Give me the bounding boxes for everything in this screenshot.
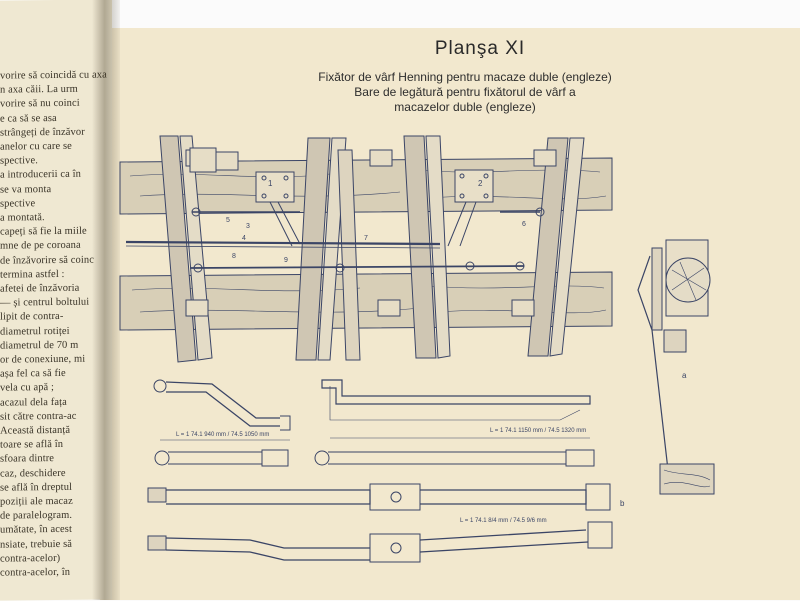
part-number-3: 3 (246, 223, 250, 230)
part-number-5: 5 (226, 217, 230, 224)
part-number-1: 1 (268, 179, 273, 188)
plate-subtitle-line-3: macazelor duble (engleze) (394, 100, 536, 114)
rail-3 (337, 149, 361, 361)
rail-4 (403, 135, 451, 359)
rod-c (154, 449, 595, 467)
lock-device-1 (255, 171, 301, 247)
section-view (637, 239, 715, 495)
plate-subtitle-line-1: Fixător de vârf Henning pentru macaze du… (318, 70, 612, 84)
plate-subtitle-line-2: Bare de legătură pentru fixătorul de vâr… (354, 85, 576, 99)
part-number-4: 4 (242, 235, 246, 242)
rail-2 (295, 137, 347, 361)
part-number-6: 6 (522, 221, 526, 228)
lower-sleeper (119, 271, 613, 331)
rod-e (147, 521, 613, 563)
tie-bar-upper (125, 240, 441, 249)
part-number-2: 2 (478, 179, 483, 188)
part-number-8: 8 (232, 253, 236, 260)
bar-label-b: b (620, 499, 625, 508)
rod-b (321, 379, 591, 439)
part-number-7: 7 (364, 235, 368, 242)
section-label: a (682, 371, 687, 380)
tie-bar-top (191, 207, 545, 217)
rail-plates (185, 147, 557, 317)
dimension-label-lower: L = 1 74.1 8/4 mm / 74.5 9/6 mm (460, 518, 547, 524)
rod-a (153, 379, 291, 441)
dimension-label-upper-right: L = 1 74.1 1150 mm / 74.5 1320 mm (490, 428, 586, 434)
lock-device-2 (447, 169, 494, 247)
dimension-label-upper-left: L = 1 74.1 940 mm / 74.5 1050 mm (176, 432, 269, 438)
plate-title: Planşa XI (434, 38, 526, 59)
tie-bar-middle (189, 261, 525, 273)
rod-d (147, 483, 611, 511)
rail-5 (527, 137, 585, 357)
book-gutter-shadow (92, 0, 120, 600)
part-number-9: 9 (284, 257, 288, 264)
